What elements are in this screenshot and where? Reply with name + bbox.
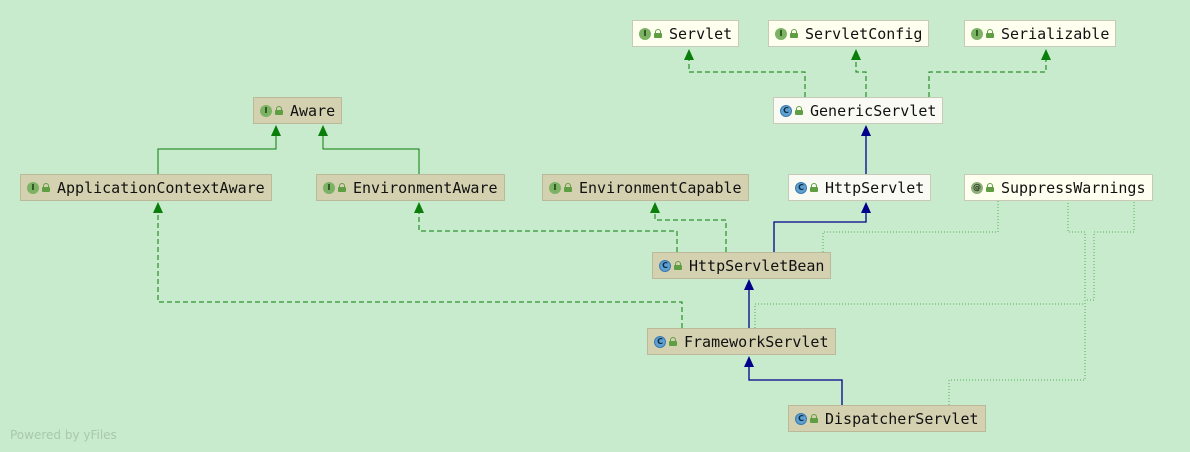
- lock-icon: [986, 29, 994, 38]
- interface-icon: I: [27, 181, 39, 194]
- edge-genericservlet-servletconfig: [855, 60, 867, 97]
- edge-dispatcherservlet-frameworkservlet: [748, 367, 843, 405]
- edge-dispatcherservlet-suppresswarnings: [948, 200, 1135, 405]
- annotation-icon: @: [971, 181, 983, 194]
- class-icon: C: [795, 181, 807, 194]
- edge-applicationcontextaware-aware: [157, 136, 277, 174]
- node-dispatcherservlet[interactable]: C DispatcherServlet: [788, 405, 986, 432]
- lock-icon: [564, 183, 572, 192]
- lock-icon: [795, 106, 803, 115]
- node-label: Aware: [290, 101, 336, 120]
- edge-environmentaware-aware: [322, 136, 420, 174]
- node-httpservletbean[interactable]: C HttpServletBean: [652, 252, 832, 279]
- node-httpservlet[interactable]: C HttpServlet: [788, 174, 932, 201]
- interface-icon: I: [775, 27, 787, 40]
- edge-httpservletbean-suppresswarnings: [822, 200, 999, 252]
- node-label: Serializable: [1001, 24, 1110, 43]
- node-applicationcontextaware[interactable]: I ApplicationContextAware: [20, 174, 272, 201]
- implements-arrowheads: [153, 49, 1051, 213]
- interface-icon: I: [971, 27, 983, 40]
- node-servlet[interactable]: I Servlet: [632, 20, 740, 47]
- node-label: EnvironmentCapable: [579, 178, 742, 197]
- edge-frameworkservlet-suppresswarnings: [754, 200, 1086, 328]
- node-aware[interactable]: I Aware: [253, 97, 343, 124]
- node-environmentaware[interactable]: I EnvironmentAware: [316, 174, 505, 201]
- lock-icon: [810, 414, 818, 423]
- node-frameworkservlet[interactable]: C FrameworkServlet: [647, 328, 836, 355]
- interface-icon: I: [260, 104, 272, 117]
- class-icon: C: [659, 259, 671, 272]
- node-label: DispatcherServlet: [825, 409, 979, 428]
- edge-httpservletbean-environmentaware: [418, 213, 678, 252]
- edge-httpservletbean-environmentcapable: [654, 213, 727, 252]
- node-serializable[interactable]: I Serializable: [964, 20, 1117, 47]
- class-icon: C: [795, 412, 807, 425]
- interface-icon: I: [323, 181, 335, 194]
- edge-genericservlet-servlet: [688, 60, 806, 97]
- extends-arrowheads: [744, 125, 871, 367]
- node-environmentcapable[interactable]: I EnvironmentCapable: [542, 174, 749, 201]
- lock-icon: [669, 337, 677, 346]
- node-suppresswarnings[interactable]: @ SuppressWarnings: [964, 174, 1153, 201]
- node-label: HttpServlet: [825, 178, 925, 197]
- node-label: GenericServlet: [810, 101, 937, 120]
- edge-genericservlet-serializable: [928, 60, 1047, 97]
- lock-icon: [42, 183, 50, 192]
- node-genericservlet[interactable]: C GenericServlet: [773, 97, 944, 124]
- edge-httpservletbean-httpservlet: [773, 213, 867, 252]
- node-label: Servlet: [669, 24, 733, 43]
- lock-icon: [986, 183, 994, 192]
- lock-icon: [790, 29, 798, 38]
- lock-icon: [810, 183, 818, 192]
- interface-icon: I: [639, 27, 651, 40]
- lock-icon: [275, 106, 283, 115]
- node-label: SuppressWarnings: [1001, 178, 1146, 197]
- class-icon: C: [654, 335, 666, 348]
- interface-icon: I: [549, 181, 561, 194]
- edge-frameworkservlet-applicationcontextaware: [157, 213, 683, 328]
- node-label: ServletConfig: [805, 24, 923, 43]
- lock-icon: [338, 183, 346, 192]
- node-label: FrameworkServlet: [684, 332, 829, 351]
- node-label: HttpServletBean: [689, 256, 825, 275]
- class-icon: C: [780, 104, 792, 117]
- lock-icon: [654, 29, 662, 38]
- node-label: EnvironmentAware: [353, 178, 498, 197]
- node-label: ApplicationContextAware: [57, 178, 265, 197]
- lock-icon: [674, 261, 682, 270]
- node-servletconfig[interactable]: I ServletConfig: [768, 20, 930, 47]
- powered-by-footer: Powered by yFiles: [10, 428, 117, 442]
